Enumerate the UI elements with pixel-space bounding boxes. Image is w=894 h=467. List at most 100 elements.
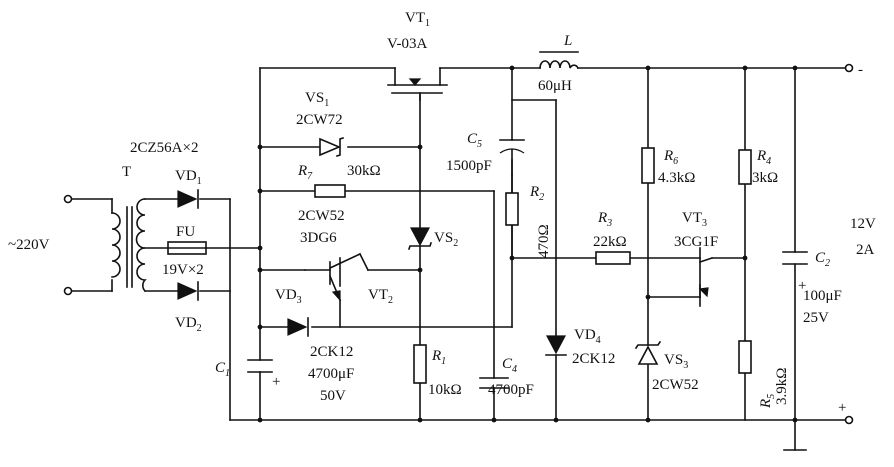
svg-text:VD2: VD2 [175,315,202,334]
svg-text:VS1: VS1 [305,90,329,109]
c4-label: C [502,356,513,372]
resistor-r3 [595,251,631,265]
svg-text:VT3: VT3 [682,210,707,229]
svg-text:C4: C4 [502,356,517,375]
vs2-label: VS [434,230,453,246]
fuse-label: FU [176,224,195,240]
c1-voltage-label: 50V [320,388,346,404]
resistor-r5 [738,340,752,374]
r7-label: R [297,163,307,179]
zener-vs1 [319,136,345,158]
vd3-part-label: 2CK12 [310,344,353,360]
r6-label: R [663,148,673,164]
c2-voltage-label: 25V [803,310,829,326]
svg-text:R5: R5 [758,394,777,409]
svg-text:C1: C1 [215,360,230,379]
terminals [63,63,854,425]
resistor-r2 [505,192,519,226]
vs3-part-label: 2CW52 [652,377,699,393]
transformer-t [111,198,147,293]
capacitor-c5 [499,139,525,176]
ac-input-terminal-top [63,194,73,204]
svg-text:R1: R1 [431,348,446,367]
vs2-part-label: 2CW52 [298,208,345,224]
vd3-label: VD [275,287,297,303]
r1-value-label: 10kΩ [428,382,462,398]
r3-value-label: 22kΩ [593,234,627,250]
vt2-part-label: 3DG6 [300,230,337,246]
c1-value-label: 4700μF [308,366,354,382]
r5-label: R [758,399,774,409]
inductor-l [539,51,580,70]
output-positive-terminal [844,415,854,425]
vt1-label: VT [405,10,425,26]
svg-text:C5: C5 [467,131,482,150]
svg-text:VT2: VT2 [368,287,393,306]
capacitor-c1 [247,359,273,373]
svg-text:VT1: VT1 [405,10,430,29]
r4-value-label: 3kΩ [752,170,778,186]
r5-value-label: 3.9kΩ [774,368,790,405]
ac-input-terminal-bottom [63,286,73,296]
svg-text:VD1: VD1 [175,168,202,187]
capacitor-c4 [479,377,509,389]
resistor-r1 [413,344,427,384]
inductor-label: L [563,33,572,49]
r1-label: R [431,348,441,364]
svg-text:VD3: VD3 [275,287,302,306]
vt3-part-label: 3CG1F [674,234,718,250]
c1-plus-label: + [272,374,280,390]
inductor-value-label: 60μH [538,78,572,94]
c2-label: C [815,250,826,266]
c5-value-label: 1500pF [446,158,492,174]
resistor-r4 [738,149,752,185]
transformer-label: T [122,164,131,180]
vd2-label: VD [175,315,197,331]
diode-vd2 [177,281,199,301]
output-minus-label: - [858,62,863,78]
svg-text:R4: R4 [756,148,771,167]
zener-vs3 [634,340,662,365]
zener-vs2 [407,227,433,251]
c5-label: C [467,131,478,147]
svg-text:R7: R7 [297,163,313,182]
vt3-label: VT [682,210,702,226]
vs1-part-label: 2CW72 [296,112,343,128]
output-plus-label: + [838,400,846,416]
mosfet-vt1 [387,67,448,101]
vt2-label: VT [368,287,388,303]
fuse-rating-label: 19V×2 [162,262,204,278]
svg-text:VD4: VD4 [574,327,601,346]
component-labels: ~220V T 2CZ56A×2 VD1 VD2 FU 19V×2 VT1 V-… [8,10,876,416]
wires [69,67,846,451]
c2-plus-label: + [798,278,806,294]
svg-text:VS2: VS2 [434,230,458,249]
r3-label: R [597,210,607,226]
c1-label: C [215,360,226,376]
r4-label: R [756,148,766,164]
transistor-vt3 [698,247,714,307]
svg-text:R3: R3 [597,210,612,229]
output-voltage-label: 12V [850,216,876,232]
vs1-label: VS [305,90,324,106]
resistor-r6 [641,147,655,184]
vs3-label: VS [664,352,683,368]
resistor-r7 [314,184,346,198]
fuse-fu [167,241,207,255]
diode-vd4 [545,335,567,356]
svg-text:R2: R2 [529,184,544,203]
diode-vd1 [177,189,199,209]
output-current-label: 2A [856,242,875,258]
vt1-part-label: V-03A [387,36,427,52]
svg-text:C2: C2 [815,250,830,269]
svg-text:R6: R6 [663,148,678,167]
c4-value-label: 4700pF [488,382,534,398]
diode-vd3 [287,317,309,337]
r6-value-label: 4.3kΩ [658,170,695,186]
r2-value-label: 470Ω [536,224,552,258]
vd4-label: VD [574,327,596,343]
r7-value-label: 30kΩ [347,163,381,179]
rectifier-part-label: 2CZ56A×2 [130,140,198,156]
junction-dots [257,65,798,423]
